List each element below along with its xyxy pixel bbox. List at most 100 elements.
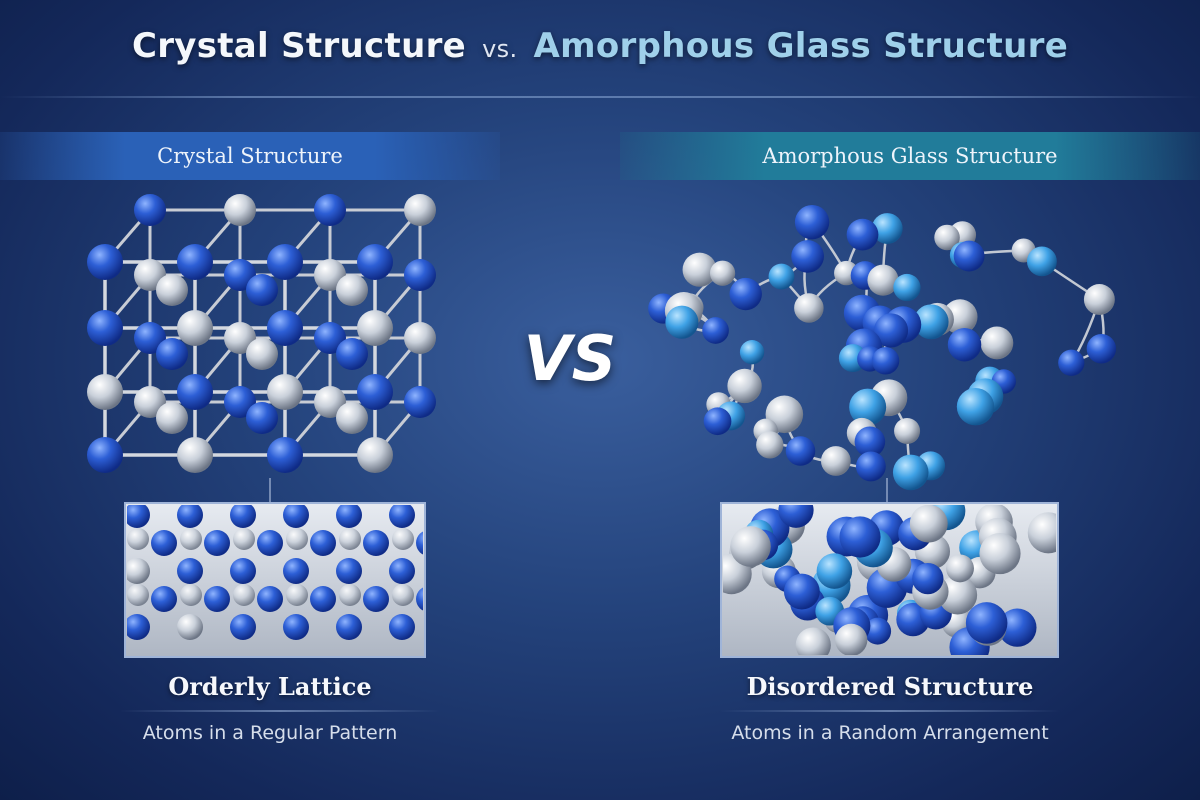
crystal-atom	[134, 322, 166, 354]
closeup-atom	[469, 530, 495, 556]
crystal-closeup-atoms	[127, 502, 495, 640]
glass-atom	[729, 277, 762, 311]
closeup-atom	[283, 614, 309, 640]
closeup-atom	[230, 614, 256, 640]
closeup-atom	[363, 586, 389, 612]
crystal-atom	[357, 374, 393, 410]
glass-atom	[1026, 246, 1057, 277]
title-amorphous: Amorphous Glass Structure	[533, 26, 1069, 66]
crystal-atom	[267, 244, 303, 280]
glass-atom	[913, 304, 949, 340]
closeup-atom	[909, 505, 948, 543]
crystal-atom	[404, 194, 436, 226]
glass-atom	[934, 224, 960, 251]
closeup-atom	[180, 584, 202, 606]
glass-atom	[871, 213, 903, 244]
closeup-atom	[257, 586, 283, 612]
glass-atom	[791, 240, 824, 273]
closeup-atom	[442, 614, 468, 640]
closeup-atom	[177, 614, 203, 640]
glass-atom	[956, 387, 995, 426]
crystal-atom	[134, 194, 166, 226]
title-connector: vs.	[482, 35, 518, 63]
closeup-atom	[151, 530, 177, 556]
crystal-atom	[357, 244, 393, 280]
closeup-atom	[389, 505, 415, 528]
closeup-atom	[389, 614, 415, 640]
closeup-atom	[127, 558, 150, 584]
closeup-atom	[127, 584, 149, 606]
glass-atom	[980, 326, 1014, 360]
closeup-atom	[283, 558, 309, 584]
closeup-atom	[795, 627, 831, 655]
crystal-atom	[246, 402, 278, 434]
closeup-atom	[442, 558, 468, 584]
title-crystal: Crystal Structure	[131, 26, 466, 66]
glass-closeup-atoms	[723, 505, 1056, 655]
crystal-atom	[224, 194, 256, 226]
closeup-atom	[127, 505, 150, 528]
closeup-atom	[938, 575, 978, 615]
crystal-atom	[314, 322, 346, 354]
closeup-atom	[442, 502, 468, 528]
closeup-atom	[392, 528, 414, 550]
crystal-banner: Crystal Structure	[0, 132, 500, 180]
closeup-atom	[389, 558, 415, 584]
crystal-atom	[357, 437, 393, 473]
crystal-atom	[246, 274, 278, 306]
crystal-atom	[357, 310, 393, 346]
closeup-atom	[979, 532, 1021, 575]
crystal-caption: Orderly Lattice	[168, 672, 372, 701]
glass-atom	[709, 260, 736, 286]
glass-atom	[871, 347, 900, 375]
crystal-subtitle: Atoms in a Regular Pattern	[142, 722, 398, 744]
closeup-atom	[783, 573, 820, 610]
crystal-atom	[224, 386, 256, 418]
closeup-atom	[392, 584, 414, 606]
glass-atom	[703, 407, 732, 436]
closeup-atom	[233, 584, 255, 606]
closeup-atom	[816, 553, 853, 589]
closeup-atom	[257, 530, 283, 556]
amorphous-banner: Amorphous Glass Structure	[620, 132, 1200, 180]
glass-atom	[854, 426, 886, 458]
crystal-atom	[156, 402, 188, 434]
amorphous-subtitle: Atoms in a Random Arrangement	[731, 722, 1049, 744]
crystal-atom	[404, 322, 436, 354]
glass-atom	[727, 368, 762, 404]
glass-atom	[1086, 334, 1117, 364]
crystal-atom	[404, 386, 436, 418]
closeup-atom	[127, 614, 150, 640]
crystal-atom	[87, 437, 123, 473]
title-divider	[0, 96, 1200, 98]
crystal-lattice-atoms	[87, 194, 436, 473]
amorphous-caption-rule	[720, 710, 1060, 712]
closeup-atom	[864, 617, 892, 645]
crystal-atom	[336, 274, 368, 306]
closeup-atom	[177, 505, 203, 528]
closeup-atom	[310, 586, 336, 612]
glass-atom	[1083, 284, 1115, 315]
crystal-atom	[177, 310, 213, 346]
crystal-atom	[267, 310, 303, 346]
closeup-atom	[835, 623, 868, 655]
closeup-atom	[310, 530, 336, 556]
crystal-atom	[224, 322, 256, 354]
closeup-atom	[177, 558, 203, 584]
glass-atom	[820, 446, 851, 476]
closeup-atom	[363, 530, 389, 556]
glass-atom	[953, 240, 985, 272]
amorphous-caption: Disordered Structure	[746, 672, 1034, 701]
closeup-atom	[416, 587, 423, 611]
crystal-atom	[156, 338, 188, 370]
closeup-atom	[445, 584, 467, 606]
closeup-atom	[1027, 512, 1056, 554]
closeup-atom	[283, 505, 309, 528]
glass-atom	[756, 431, 784, 459]
closeup-atom	[445, 528, 467, 550]
glass-atom	[665, 305, 699, 339]
glass-atom	[849, 388, 887, 426]
closeup-atom	[286, 528, 308, 550]
glass-atom	[1058, 349, 1085, 376]
